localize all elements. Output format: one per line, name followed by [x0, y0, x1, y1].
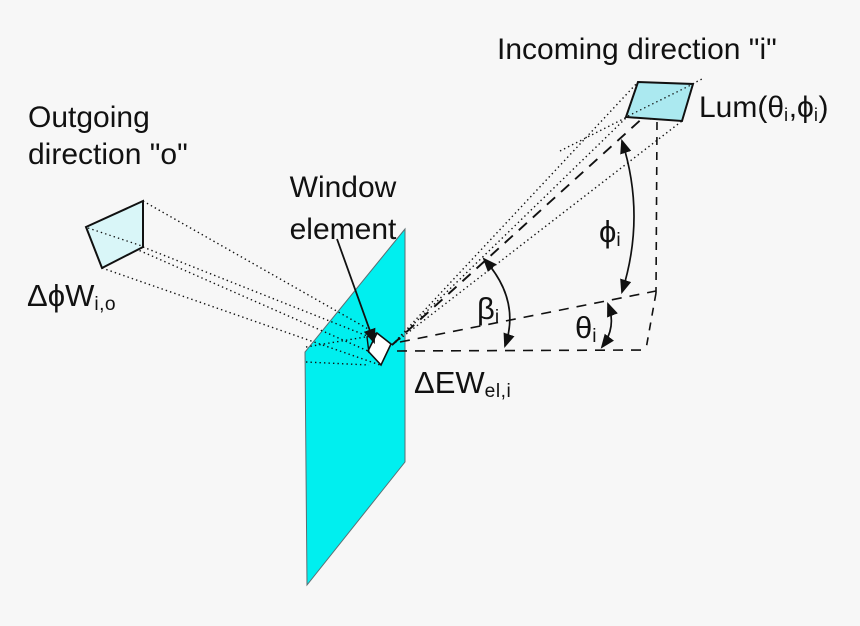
vertical-drop-line-dashed [655, 121, 658, 294]
beta-angle-label: βi [477, 290, 500, 336]
luminance-label: Lum(θi,ϕi) [699, 89, 828, 133]
theta-subscript: i [592, 326, 598, 348]
projection-drop-connector-dashed [645, 292, 657, 350]
incoming-beam-edge-bottom [391, 120, 683, 346]
beta-subscript: i [494, 307, 500, 329]
luminance-sub1: i [784, 104, 789, 126]
projection-line-dashed [399, 290, 657, 343]
element-irradiance-main: ΔEW [414, 365, 485, 400]
theta-symbol: θ [575, 310, 593, 345]
incoming-patch-diagonal [627, 84, 692, 117]
window-element-line2: element [289, 213, 397, 246]
element-depth-edge-top [305, 335, 372, 348]
outgoing-patch [84, 199, 144, 270]
luminance-pre: Lum(θ [699, 91, 785, 124]
incoming-beam-edge-top [391, 81, 639, 346]
phi-symbol: ϕ [599, 214, 617, 249]
element-irradiance-sub: el,i [484, 381, 512, 403]
incoming-patch [624, 80, 695, 123]
outgoing-title-line2: direction "o" [28, 138, 188, 171]
incoming-beam-edge-left [391, 116, 628, 346]
horizontal-reference-line-dashed [396, 349, 647, 352]
outgoing-beam-edge-right [142, 246, 391, 346]
outgoing-flux-main: ΔϕW [27, 278, 95, 313]
beta-angle-arc [482, 257, 515, 349]
outgoing-title-line1: Outgoing [28, 101, 150, 134]
outgoing-beam-edge-left [85, 226, 369, 352]
element-irradiance-label: ΔEWel,i [414, 364, 511, 410]
incoming-direction-title: Incoming direction "i" [497, 33, 777, 66]
luminance-sub2: i [813, 104, 819, 126]
luminance-mid: ,ϕ [788, 91, 814, 124]
outgoing-flux-sub: i,o [94, 294, 117, 316]
window-plane [304, 227, 406, 587]
outgoing-flux-label: ΔϕWi,o [27, 277, 116, 323]
incident-ray-dashed-arrow [391, 104, 658, 346]
phi-angle-arc [620, 138, 635, 295]
theta-angle-arc [600, 301, 618, 349]
window-element-label: Window element [278, 167, 408, 251]
luminance-post: ) [818, 91, 829, 124]
beta-symbol: β [477, 291, 495, 326]
outgoing-direction-title: Outgoing direction "o" [28, 99, 188, 173]
window-element-line1: Window [289, 171, 397, 204]
outgoing-patch-diagonal [87, 227, 143, 247]
element-depth-edge-bottom [305, 361, 370, 366]
phi-subscript: i [616, 230, 622, 252]
theta-angle-label: θi [575, 309, 597, 355]
window-element-pointer-arrow [336, 238, 376, 345]
phi-angle-label: ϕi [599, 213, 621, 259]
